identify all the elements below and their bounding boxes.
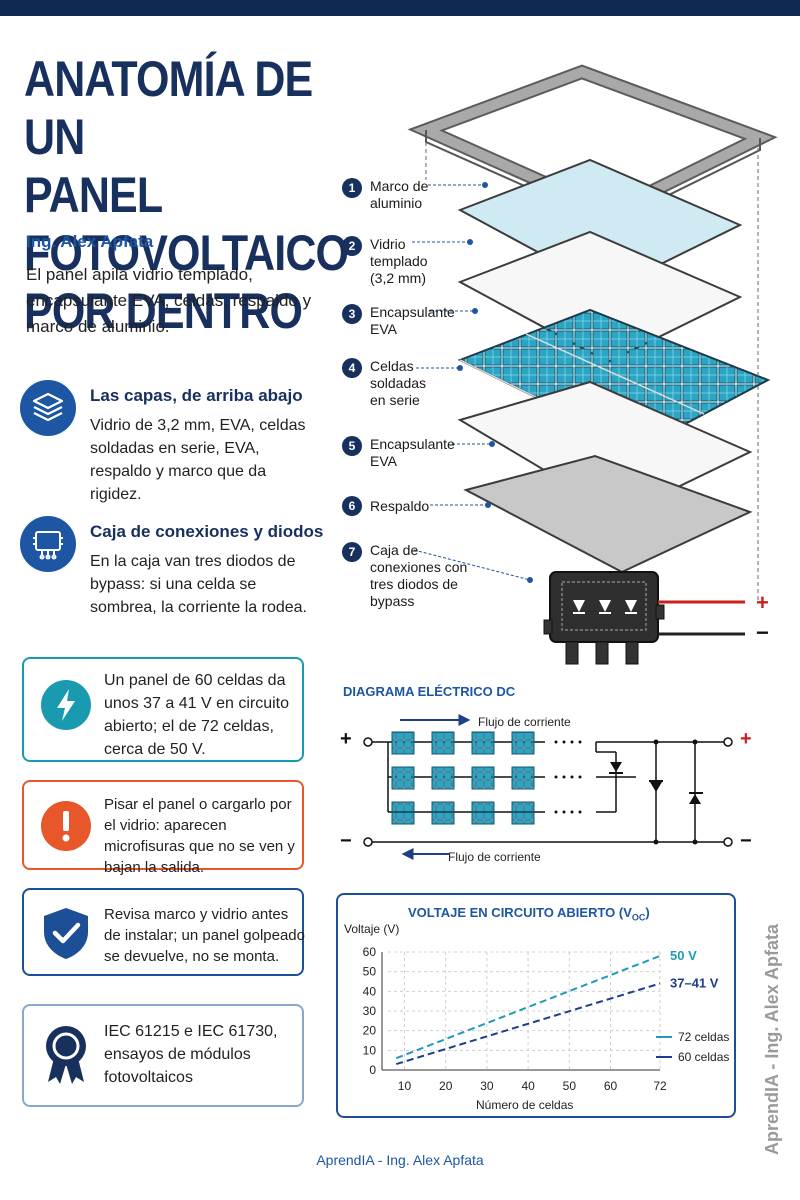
feature-body: En la caja van tres diodos de bypass: si…: [90, 553, 307, 616]
layer-label-junction-box: Caja de conexiones con tres diodos de by…: [370, 542, 468, 609]
vertical-watermark: AprendIA - Ing. Alex Apfata: [762, 923, 782, 1155]
layer-label-frame: Marco de aluminio: [370, 178, 429, 211]
top-bar: [0, 0, 800, 16]
dc-plus-right: +: [740, 728, 752, 750]
y-tick-label: 30: [363, 1004, 377, 1018]
card-text: IEC 61215 e IEC 61730, ensayos de módulo…: [104, 1023, 278, 1086]
shield-check-icon: [40, 906, 92, 965]
x-tick-label: 72: [653, 1079, 667, 1093]
series-line-60-celdas: [395, 982, 661, 1066]
layer-number-badge: 6: [342, 496, 362, 516]
info-card-voltage: Un panel de 60 celdas da unos 37 a 41 V …: [22, 657, 304, 762]
layer-label-cells: Celdas soldadas en serie: [370, 358, 427, 408]
dc-plus-left: +: [340, 728, 352, 750]
layer-label-glass: Vidrio templado (3,2 mm): [370, 236, 428, 286]
voc-chart: 0 10 20 30 40 50 60 10 20 30 40 50 60 72 50 V 72 celdas…: [363, 945, 730, 1093]
dc-minus-right: −: [740, 830, 752, 852]
layer-number-badge: 5: [342, 436, 362, 456]
chart-xlabel: Número de celdas: [476, 1098, 574, 1112]
warning-icon: [40, 800, 92, 857]
layer-number-badge: 4: [342, 358, 362, 378]
card-text: Pisar el panel o cargarlo por el vidrio:…: [104, 796, 295, 876]
series-end-label: 50 V: [670, 948, 697, 963]
feature-title: Caja de conexiones y diodos: [90, 522, 324, 541]
page-title: ANATOMÍA DE UN PANEL FOTOVOLTAICO POR DE…: [24, 50, 351, 340]
title-line: POR DENTRO: [24, 283, 303, 339]
dc-minus-left: −: [340, 830, 352, 852]
standards-card: IEC 61215 e IEC 61730, ensayos de módulo…: [22, 1004, 304, 1107]
y-tick-label: 40: [363, 984, 377, 998]
series-line-72-celdas: [395, 955, 661, 1060]
y-tick-label: 10: [363, 1043, 377, 1057]
title-line: PANEL FOTOVOLTAICO: [24, 167, 349, 281]
positive-terminal-label: +: [756, 590, 769, 615]
dc-diagram-title: DIAGRAMA ELÉCTRICO DC: [343, 684, 516, 699]
series-end-label: 37–41 V: [670, 975, 719, 990]
negative-terminal-label: −: [756, 620, 769, 645]
author-name: Ing. Alex Apfata: [26, 232, 154, 251]
junction-box-icon: [20, 516, 76, 572]
x-tick-label: 40: [521, 1079, 535, 1093]
y-tick-label: 20: [363, 1024, 377, 1038]
card-text: Revisa marco y vidrio antes de instalar;…: [104, 906, 305, 965]
layer-number-badge: 7: [342, 542, 362, 562]
voc-chart-box: [336, 893, 736, 1118]
footer-credit: AprendIA - Ing. Alex Apfata: [316, 1152, 484, 1168]
intro-text: El panel apila vidrio templado, encapsul…: [26, 265, 312, 336]
feature-body: Vidrio de 3,2 mm, EVA, celdas soldadas e…: [90, 417, 306, 503]
y-tick-label: 50: [363, 965, 377, 979]
y-tick-label: 60: [363, 945, 377, 959]
x-tick-label: 30: [480, 1079, 494, 1093]
award-icon: [40, 1024, 92, 1093]
dc-circuit-diagram: [363, 714, 733, 860]
chart-ylabel: Voltaje (V): [344, 922, 400, 936]
current-flow-label-top: Flujo de corriente: [478, 715, 571, 729]
x-tick-label: 50: [563, 1079, 577, 1093]
layer-number-badge: 1: [342, 178, 362, 198]
warning-card: Pisar el panel o cargarlo por el vidrio:…: [22, 780, 304, 876]
junction-box: [543, 571, 745, 665]
legend-label: 72 celdas: [678, 1030, 729, 1044]
title-line: ANATOMÍA DE UN: [24, 51, 313, 165]
layer-label-backsheet: Respaldo: [370, 498, 430, 514]
legend-label: 60 celdas: [678, 1050, 729, 1064]
chart-title: VOLTAJE EN CIRCUITO ABIERTO (VOC): [408, 905, 650, 923]
layer-number-badge: 2: [342, 236, 362, 256]
exploded-panel-diagram: [407, 64, 778, 665]
feature-title: Las capas, de arriba abajo: [90, 386, 303, 405]
layer-number-badge: 3: [342, 304, 362, 324]
backsheet-layer: [463, 454, 753, 574]
layers-icon: [20, 380, 76, 436]
y-tick-label: 0: [369, 1063, 376, 1077]
lightning-icon: [40, 679, 92, 736]
card-text: Un panel de 60 celdas da unos 37 a 41 V …: [104, 672, 290, 758]
layer-label-eva-bottom: Encapsulante EVA: [370, 436, 455, 469]
current-flow-label-bottom: Flujo de corriente: [448, 850, 541, 864]
x-tick-label: 20: [439, 1079, 453, 1093]
x-tick-label: 10: [398, 1079, 412, 1093]
inspection-card: Revisa marco y vidrio antes de instalar;…: [22, 888, 305, 976]
x-tick-label: 60: [604, 1079, 618, 1093]
layer-label-eva-top: Encapsulante EVA: [370, 304, 455, 337]
